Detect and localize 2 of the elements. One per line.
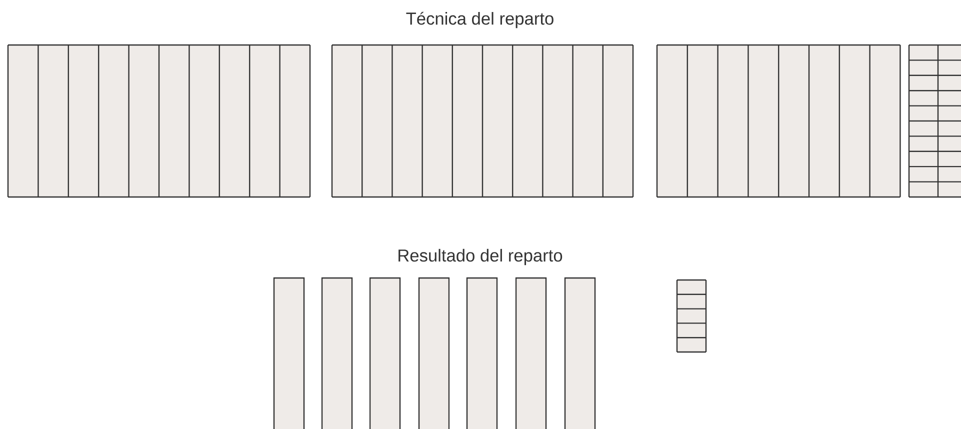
heading: Resultado del reparto [398,248,562,266]
title: Técnica del reparto [406,12,554,28]
